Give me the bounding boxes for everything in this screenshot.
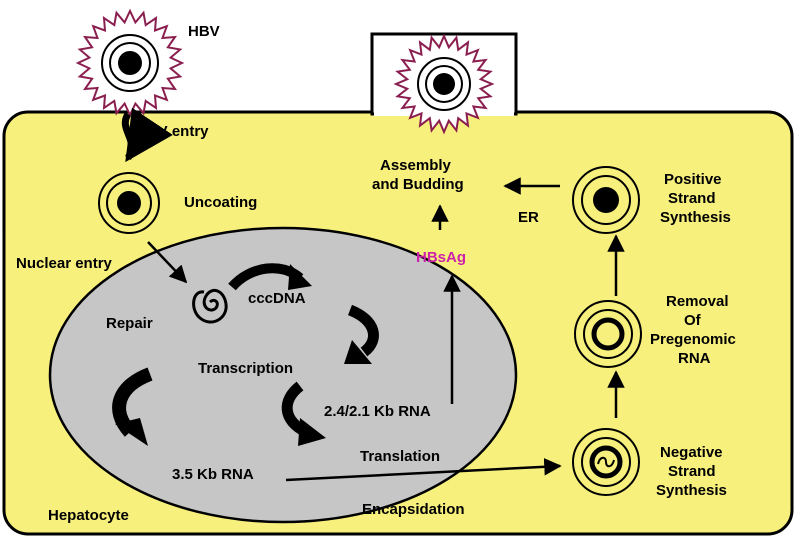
budding-virion-icon xyxy=(393,33,495,135)
label-hepatocyte: Hepatocyte xyxy=(48,507,129,524)
label-repair: Repair xyxy=(106,315,153,332)
uncoated-capsid-icon xyxy=(98,172,160,234)
label-rna-35: 3.5 Kb RNA xyxy=(172,466,254,483)
nucleus xyxy=(48,226,518,524)
curved-arrow-icon xyxy=(228,263,312,291)
hbv-entry-arrow xyxy=(121,107,173,163)
curved-arrow-icon xyxy=(281,381,326,446)
label-translation: Translation xyxy=(360,448,440,465)
label-transcription: Transcription xyxy=(198,360,293,377)
label-nuclear-entry: Nuclear entry xyxy=(16,255,113,272)
label-er: ER xyxy=(518,209,539,226)
label-rna-24-21: 2.4/2.1 Kb RNA xyxy=(324,403,431,420)
label-negative-strand-synthesis: Negative Strand Synthesis xyxy=(656,444,727,499)
label-hbv-entry: HBV entry xyxy=(136,123,209,140)
label-removal-pregenomic-rna: Removal Of Pregenomic RNA xyxy=(650,293,740,367)
curved-arrow-icon xyxy=(344,304,379,364)
positive-strand-capsid-icon xyxy=(572,166,640,234)
relaxed-circular-dna-icon xyxy=(192,288,228,324)
label-hbv: HBV xyxy=(188,23,220,40)
hbv-particle-icon xyxy=(75,8,185,118)
label-encapsidation: Encapsidation xyxy=(362,501,465,518)
curved-arrow-icon xyxy=(112,367,153,446)
negative-strand-capsid-icon xyxy=(572,428,640,496)
removal-capsid-icon xyxy=(574,300,642,368)
label-uncoating: Uncoating xyxy=(184,194,257,211)
label-cccdna: cccDNA xyxy=(248,290,306,307)
nuclear-entry-arrow xyxy=(147,241,188,284)
label-positive-strand-synthesis: Positive Strand Synthesis xyxy=(660,171,731,226)
label-assembly-budding: Assembly and Budding xyxy=(372,157,464,193)
label-hbsag: HBsAg xyxy=(416,249,466,266)
encapsidation-arrow xyxy=(285,458,562,482)
